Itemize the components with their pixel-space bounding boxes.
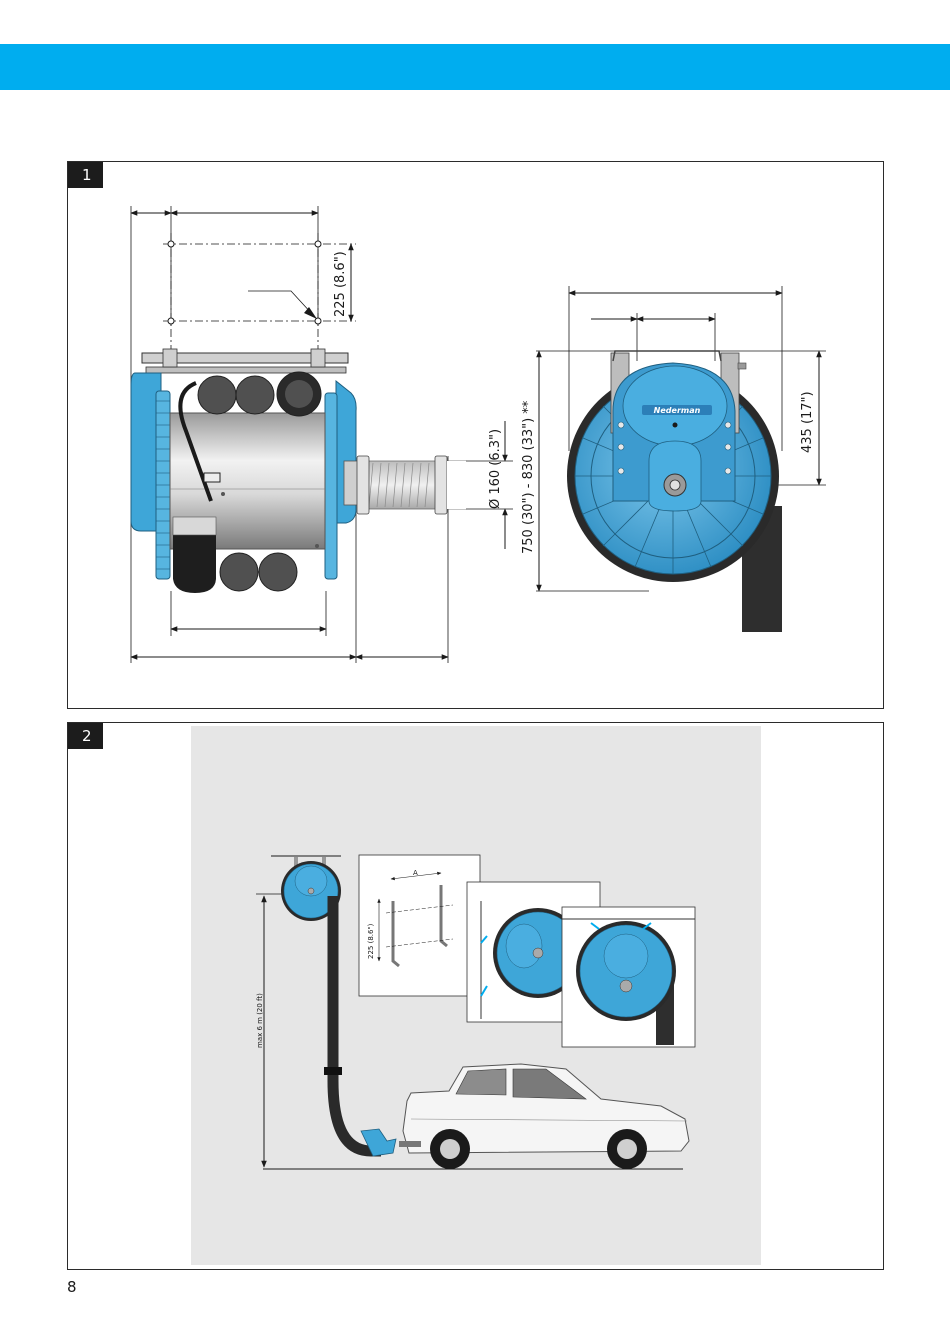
- hose-reel-dimension-drawing: 225 (8.6") Ø 160 (6.3"): [68, 162, 883, 708]
- page-number: 8: [67, 1278, 77, 1296]
- reel-front-view: [536, 286, 826, 632]
- dim-bracket-spacing: 225 (8.6"): [333, 251, 348, 317]
- reel-brand-label: Nederman: [654, 406, 701, 415]
- dim-side-height: 435 (17"): [800, 391, 815, 453]
- figure-panel-1: 1: [67, 161, 884, 709]
- top-brand-bar: [0, 44, 950, 90]
- inset-final-step: [562, 907, 695, 1047]
- installation-illustration: max 6 m (20 ft) 225 (8.6") A: [68, 723, 883, 1269]
- max-height-label: max 6 m (20 ft): [256, 993, 264, 1048]
- dim-height-range: 750 (30") - 830 (33") **: [521, 400, 536, 554]
- figure-panel-2: 2: [67, 722, 884, 1270]
- reel-side-view: [131, 206, 513, 663]
- inset-a-label: A: [413, 869, 418, 877]
- inset-bracket-drawing: [359, 855, 480, 996]
- inset-spacing-label: 225 (8.6"): [367, 923, 375, 959]
- dim-hose-diameter: Ø 160 (6.3"): [488, 429, 503, 509]
